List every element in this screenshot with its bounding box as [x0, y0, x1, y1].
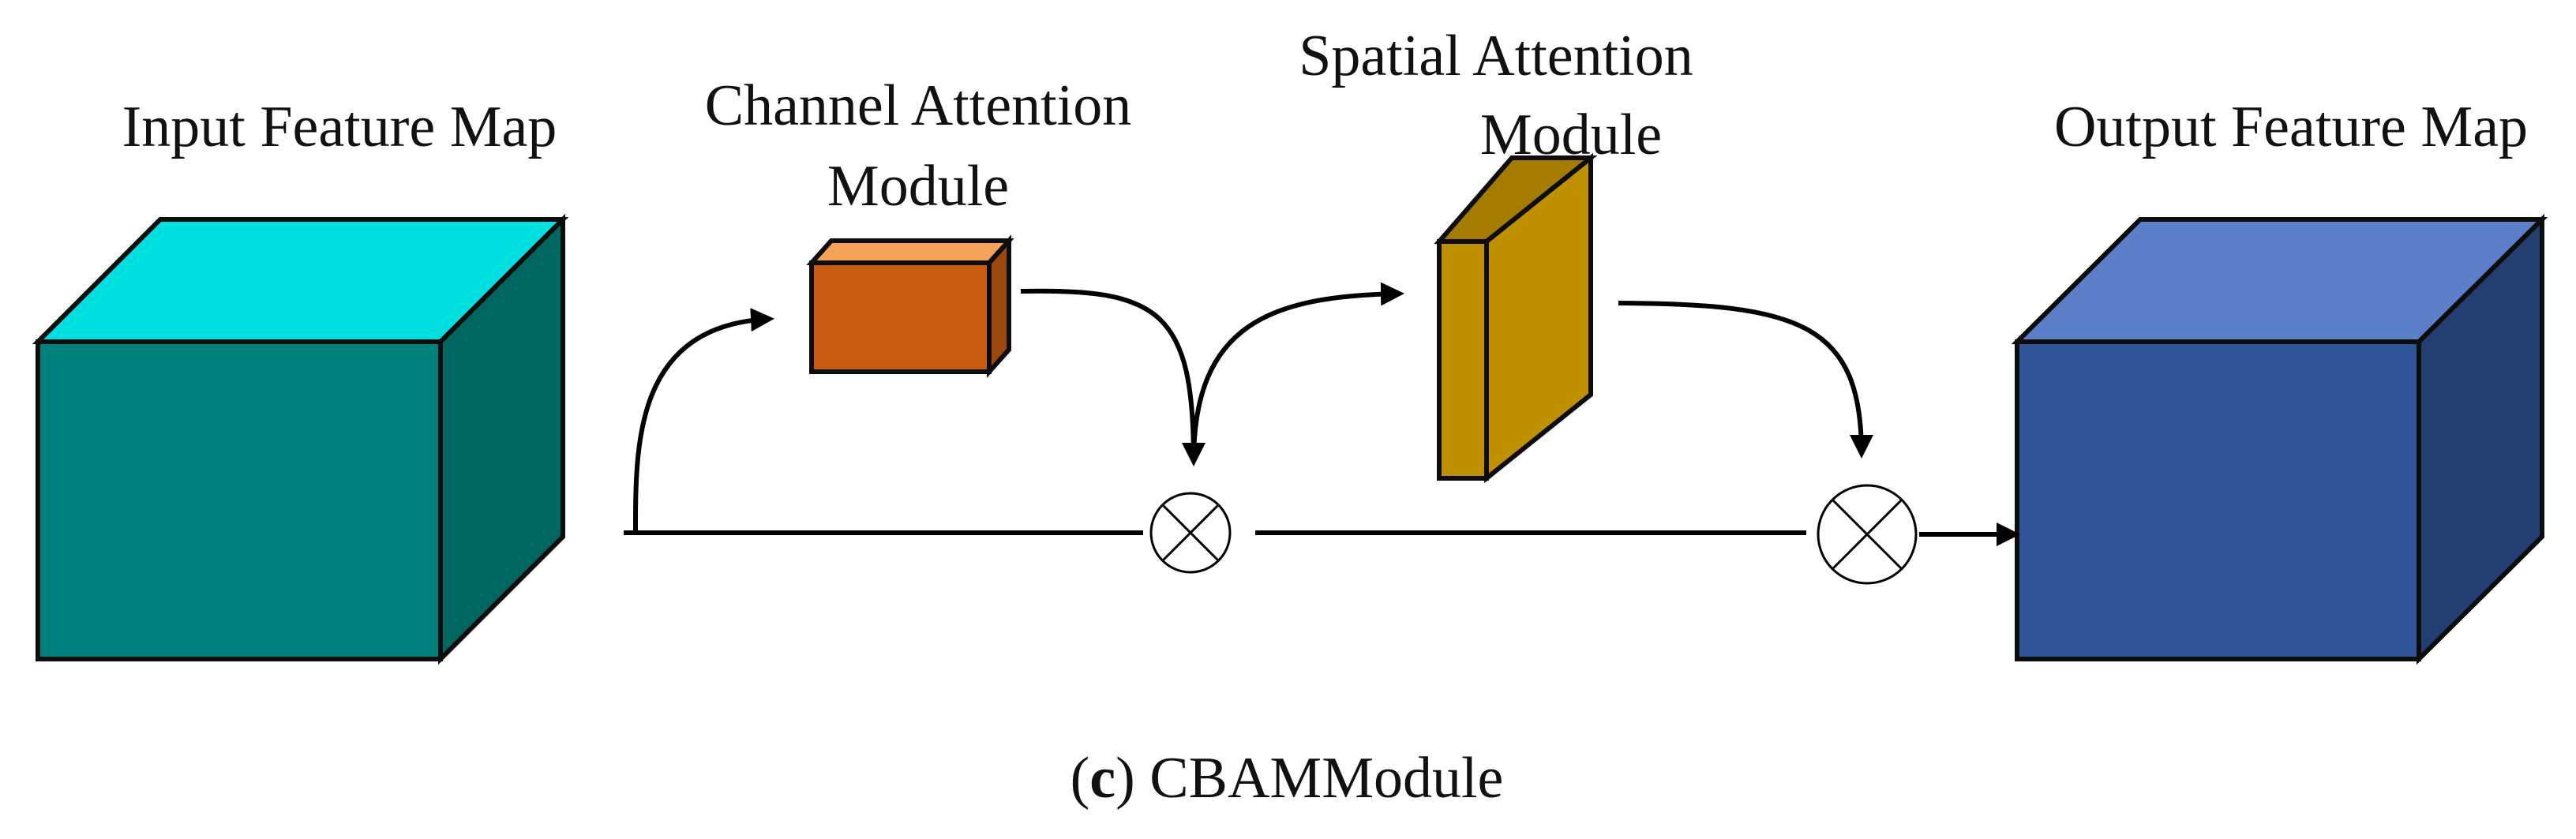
arrow-to-spatial [1191, 282, 1404, 463]
multiply-icon-stroke-b [1161, 504, 1220, 562]
channel-attention-label-module: Module [827, 154, 1009, 219]
caption-close-paren: ) [1116, 746, 1135, 811]
channel-block-top [806, 238, 1014, 265]
figure-caption: (c) CBAMModule [1071, 746, 1504, 811]
channel-block-side [987, 234, 1011, 378]
caption-text: CBAMModule [1135, 746, 1504, 811]
spatial-attention-label-module: Module [1480, 103, 1662, 167]
channel-block-front [809, 260, 992, 374]
output-feature-map-label: Output Feature Map [2054, 95, 2528, 159]
input-cube-front [36, 339, 443, 661]
arrow-channel-to-multiply [1020, 288, 1206, 466]
output-feature-map-cube [2011, 213, 2548, 665]
spatial-attention-block [1434, 152, 1598, 484]
arrow-spatial-to-multiply [1618, 301, 1873, 459]
spatial-attention-label: Spatial Attention [1299, 24, 1693, 88]
multiply-operator-1 [1149, 492, 1232, 574]
spatial-block-front [1437, 239, 1489, 481]
arrow-input-to-channel [633, 308, 774, 531]
caption-open-paren: ( [1071, 746, 1090, 811]
caption-letter: c [1089, 746, 1116, 811]
channel-attention-label: Channel Attention [705, 73, 1132, 138]
connection-wires [624, 282, 2020, 546]
input-feature-map-cube [32, 213, 569, 665]
channel-attention-block [806, 234, 1014, 378]
multiply-operator-2 [1817, 484, 1918, 585]
input-feature-map-label: Input Feature Map [122, 95, 557, 159]
output-cube-front [2015, 339, 2421, 661]
multiply-icon-stroke-b [1831, 498, 1903, 571]
